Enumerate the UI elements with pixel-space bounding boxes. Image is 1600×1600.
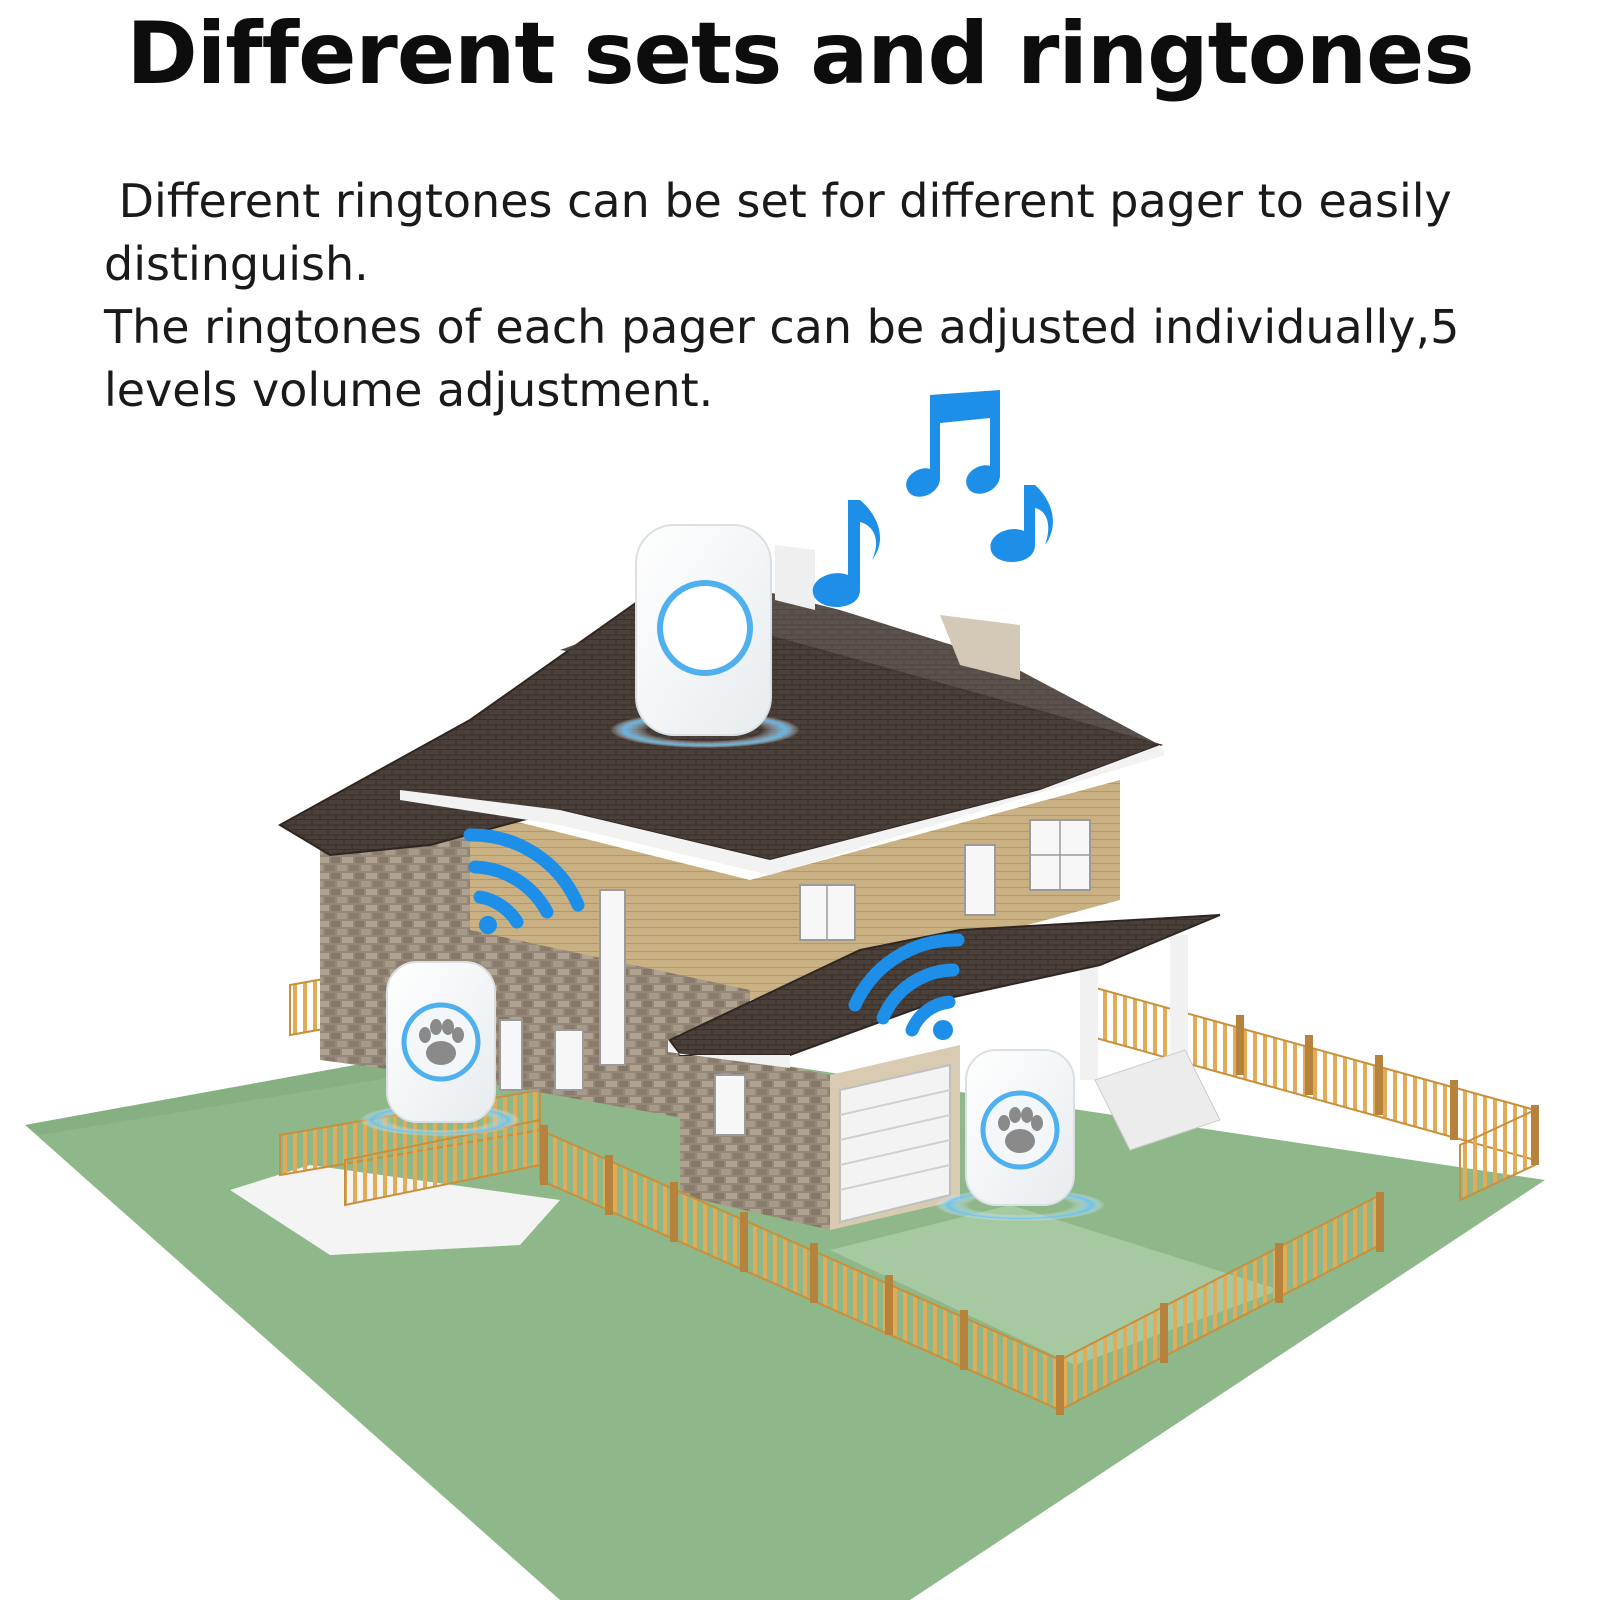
description-paragraph-2: The ringtones of each pager can be adjus… [104,300,1460,417]
paw-icon [419,1019,464,1065]
ring-light-icon [657,580,753,676]
garage-receiver [935,1049,1105,1221]
description-paragraph-1: Different ringtones can be set for diffe… [104,174,1467,291]
roof-trim [400,745,1165,875]
music-notes-icon [812,390,1053,608]
description: Different ringtones can be set for diffe… [104,170,1524,422]
left-receiver [360,961,520,1136]
roof-receiver [610,524,800,748]
wifi-signal-icon-right [848,933,965,1040]
headline: Different sets and ringtones [126,4,1474,104]
wifi-signal-icon-left [463,828,585,934]
house-right-wall [750,780,1120,1000]
front-path [230,1165,560,1255]
house-illustration [25,390,1545,1600]
paw-icon [998,1107,1043,1153]
